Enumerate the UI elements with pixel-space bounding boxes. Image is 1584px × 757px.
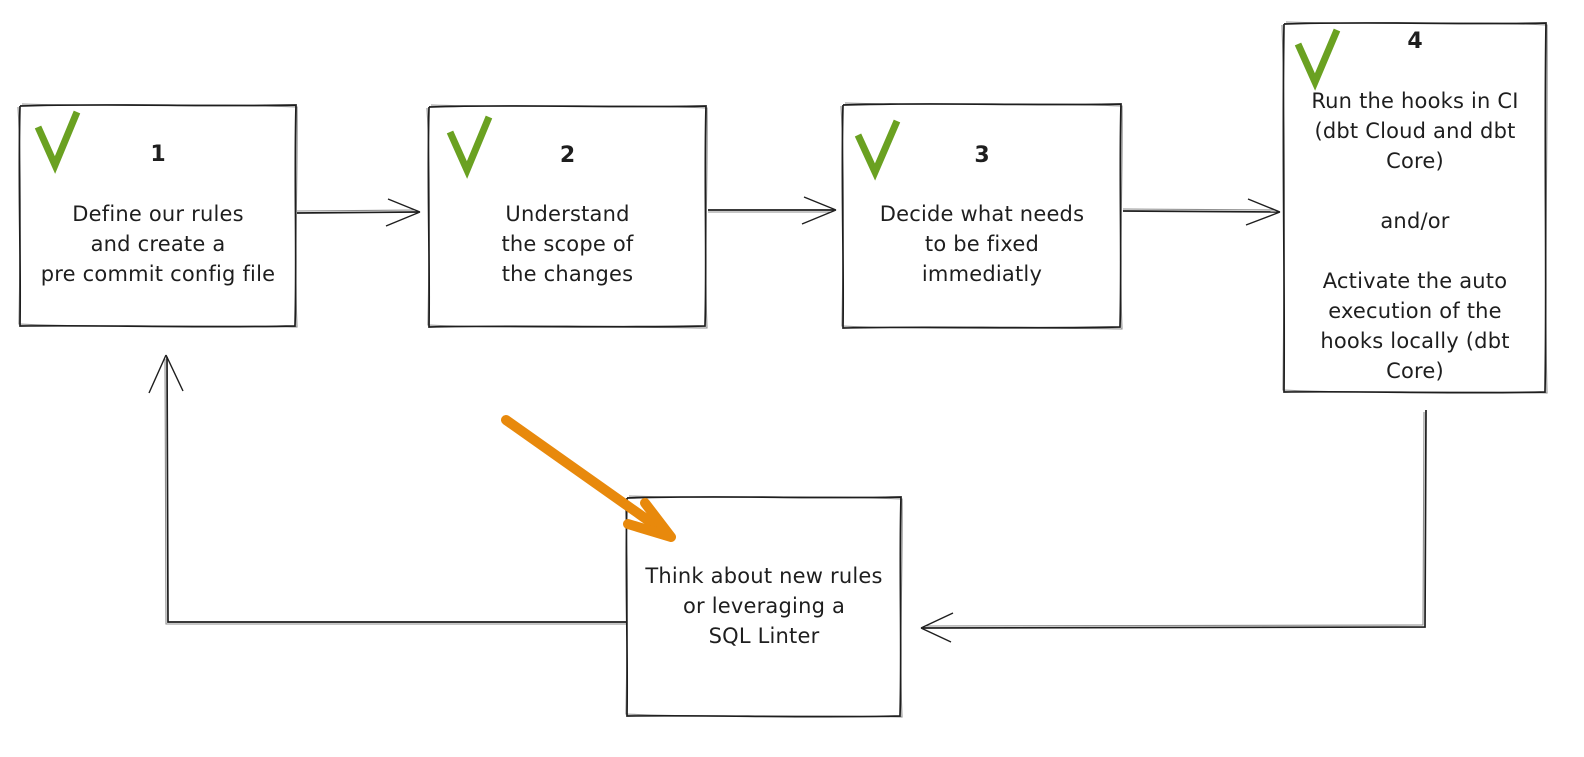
step-3-number: 3: [974, 143, 990, 168]
label-line: SQL Linter: [708, 624, 820, 648]
label-line: Think about new rules: [645, 564, 883, 588]
step-4-box: [1281, 21, 1548, 394]
connector-step1-step2: [296, 198, 421, 227]
step-4-outline-sketch: [1281, 21, 1548, 394]
connector-elbow: [922, 409, 1427, 629]
step-1-box: [17, 103, 298, 328]
label-line: and create a: [90, 232, 226, 256]
label-line: immediatly: [921, 262, 1043, 286]
check-icon: [854, 119, 901, 181]
label-line: the scope of: [501, 232, 634, 256]
step-1-number: 1: [150, 142, 166, 167]
label-line: the changes: [501, 262, 634, 286]
feedback-label: Think about new rules or leveraging a SQ…: [626, 561, 902, 651]
connector-shaft: [296, 211, 419, 214]
connector-shaft: [1122, 210, 1279, 213]
label-line: [1283, 176, 1547, 206]
label-line: pre commit config file: [40, 262, 276, 286]
orange-arrow-shaft: [501, 415, 671, 538]
label-line: Define our rules: [72, 202, 244, 226]
arrowhead-right-icon: [385, 198, 421, 227]
arrowhead-left-icon: [920, 612, 954, 643]
label-line: to be fixed: [924, 232, 1040, 256]
label-line: Understand: [505, 202, 630, 226]
label-line: hooks locally (dbt: [1320, 329, 1510, 353]
step-2-number: 2: [559, 143, 576, 168]
connector-elbow-sketch: [164, 358, 626, 625]
connector-step2-step3: [708, 196, 837, 225]
label-line: and/or: [1380, 209, 1450, 233]
feedback-box: [624, 495, 903, 718]
label-line: execution of the: [1328, 299, 1502, 323]
label-line: (dbt Cloud and dbt: [1314, 119, 1516, 143]
label-line: or leveraging a: [682, 594, 846, 618]
check-icon: [446, 115, 493, 179]
step-4-number: 4: [1407, 29, 1423, 54]
arrowhead-up-icon: [148, 354, 184, 394]
label-line: Core): [1386, 359, 1444, 383]
connector-shaft-sketch: [1122, 208, 1277, 211]
step-3-outline-sketch: [840, 102, 1123, 330]
connector-shaft-sketch: [296, 209, 417, 212]
label-line: [1283, 236, 1547, 266]
check-icon: [34, 110, 81, 174]
feedback-outline-sketch: [624, 495, 903, 718]
label-line: Run the hooks in CI: [1311, 89, 1519, 113]
step-1-label: Define our rules and create a pre commit…: [19, 199, 297, 289]
label-line: Activate the auto: [1322, 269, 1508, 293]
step-2-label: Understand the scope of the changes: [428, 199, 707, 289]
label-line: Decide what needs: [879, 202, 1085, 226]
connector-elbow-sketch: [924, 411, 1425, 627]
label-line: Core): [1386, 149, 1444, 173]
orange-highlight-arrow-icon: [501, 415, 676, 542]
connector-feedback-step1: [148, 354, 626, 625]
connector-step3-step4: [1122, 198, 1281, 226]
arrowhead-right-icon: [801, 196, 837, 225]
step-2-outline-sketch: [426, 104, 708, 329]
step-1-outline-sketch: [17, 103, 298, 328]
orange-arrowhead: [623, 498, 676, 542]
connector-elbow: [166, 356, 626, 623]
arrowhead-right-icon: [1245, 198, 1281, 226]
connector-step4-feedback: [920, 409, 1427, 643]
step-3-box: [840, 102, 1123, 330]
check-icon: [1294, 28, 1341, 91]
step-3-label: Decide what needs to be fixed immediatly: [842, 199, 1122, 289]
step-2-box: [426, 104, 708, 329]
step-4-label: Run the hooks in CI (dbt Cloud and dbt C…: [1283, 86, 1547, 386]
